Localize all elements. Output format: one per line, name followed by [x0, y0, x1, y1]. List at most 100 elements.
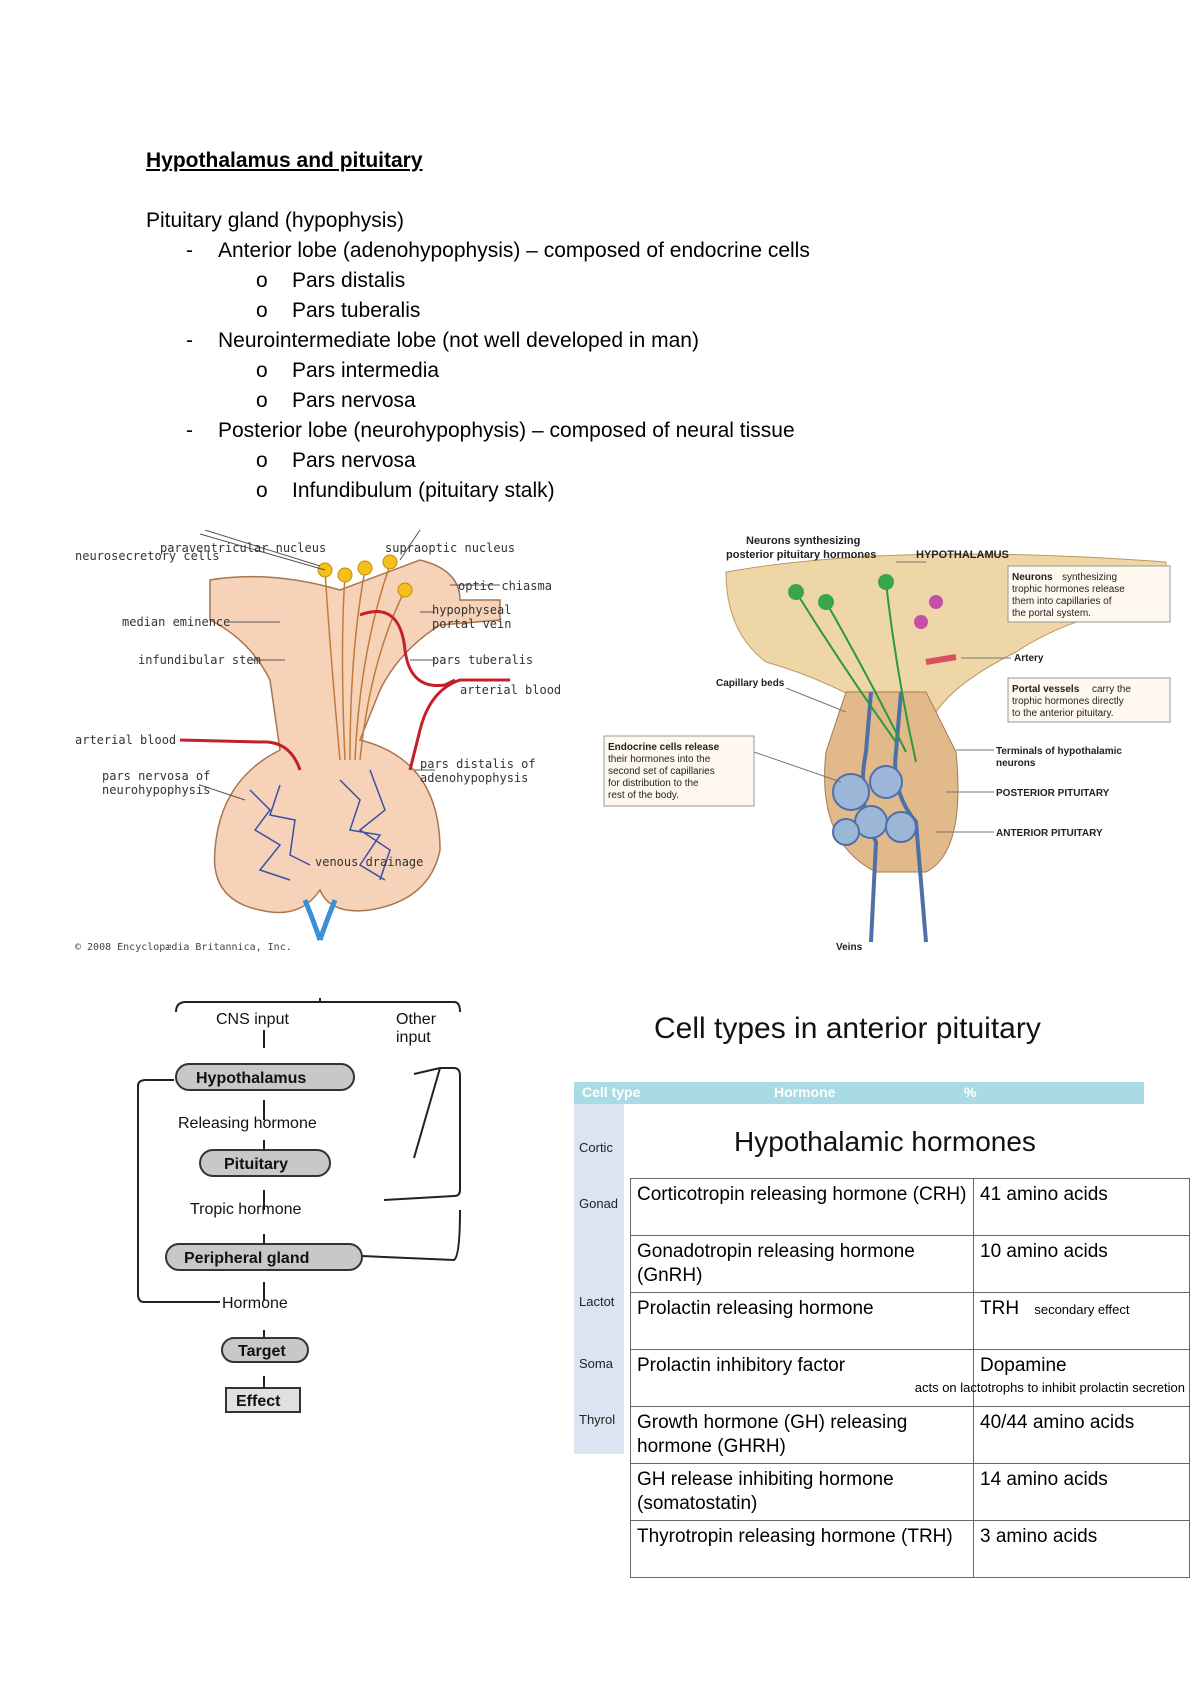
flow-pituitary: Pituitary	[224, 1156, 288, 1173]
label-neurons-right-4: the portal system.	[1012, 608, 1091, 619]
hormone-value: TRH	[980, 1298, 1020, 1319]
table-row: GH release inhibiting hormone (somatosta…	[630, 1463, 1190, 1521]
label-neurons-top-2: posterior pituitary hormones	[726, 549, 876, 561]
label-endocrine: Endocrine cells release	[608, 742, 720, 753]
label-adenohypophysis: adenohypophysis	[420, 771, 528, 785]
hormone-name: Corticotropin releasing hormone (CRH)	[630, 1178, 974, 1236]
hormone-name: GH release inhibiting hormone (somatosta…	[630, 1463, 974, 1521]
cell-types-column: Cortic Gonad Lactot Soma Thyrol	[574, 1104, 624, 1454]
hormone-note: acts on lactotrophs to inhibit prolactin…	[914, 1380, 1185, 1395]
header-cell-type: Cell type	[582, 1084, 641, 1100]
feedback-flow-diagram: CNS input Other input Hypothalamus Relea…	[104, 990, 488, 1430]
hormone-value-cell: TRH secondary effect	[973, 1292, 1190, 1350]
label-neurons-top: Neurons synthesizing	[746, 535, 860, 547]
copyright-text: © 2008 Encyclopædia Britannica, Inc.	[75, 942, 292, 953]
label-neurosecretory: neurosecretory cells	[75, 549, 220, 563]
label-paraventricular: paraventricular nucleus	[160, 541, 326, 555]
list-item: Neurointermediate lobe (not well develop…	[146, 326, 810, 356]
label-infundibular-stem: infundibular stem	[138, 653, 261, 667]
hormone-value-cell: Dopamine acts on lactotrophs to inhibit …	[915, 1349, 1190, 1407]
header-hormone: Hormone	[774, 1084, 836, 1100]
list-item: Anterior lobe (adenohypophysis) – compos…	[146, 236, 810, 266]
hormone-value: 10 amino acids	[973, 1235, 1190, 1293]
label-neurons-right: Neurons	[1012, 572, 1053, 583]
hormone-name: Prolactin releasing hormone	[630, 1292, 974, 1350]
label-pars-nervosa: pars nervosa of	[102, 769, 210, 783]
label-portal-vessels: Portal vessels	[1012, 684, 1080, 695]
table-row: Growth hormone (GH) releasing hormone (G…	[630, 1406, 1190, 1464]
label-endocrine-3: second set of capillaries	[608, 766, 715, 777]
table-row: Gonadotropin releasing hormone (GnRH) 10…	[630, 1235, 1190, 1293]
table-row: Prolactin releasing hormone TRH secondar…	[630, 1292, 1190, 1350]
flow-effect: Effect	[236, 1393, 281, 1410]
list-subitem: Pars tuberalis	[146, 296, 810, 326]
portal-system-diagram: Neurons synthesizing posterior pituitary…	[596, 522, 1176, 960]
label-neurons-right-2: trophic hormones release	[1012, 584, 1125, 595]
hormone-name: Thyrotropin releasing hormone (TRH)	[630, 1520, 974, 1578]
flow-hypothalamus: Hypothalamus	[196, 1070, 306, 1087]
hypothalamic-table: Corticotropin releasing hormone (CRH) 41…	[630, 1178, 1190, 1578]
label-posterior-pituitary: POSTERIOR PITUITARY	[996, 788, 1110, 799]
label-portal-rest: carry the	[1092, 684, 1131, 695]
list-subitem: Pars nervosa	[146, 446, 810, 476]
flow-other-input: input	[396, 1029, 431, 1046]
label-neurons-right-rest: synthesizing	[1062, 572, 1117, 583]
label-neurohypophysis: neurohypophysis	[102, 783, 210, 797]
label-arterial-blood-right: arterial blood	[460, 683, 561, 697]
label-hypophyseal: hypophyseal	[432, 603, 511, 617]
label-anterior-pituitary: ANTERIOR PITUITARY	[996, 828, 1103, 839]
flow-hormone: Hormone	[222, 1295, 288, 1312]
label-endocrine-5: rest of the body.	[608, 790, 679, 801]
label-veins: Veins	[836, 942, 863, 953]
pituitary-body-shape	[209, 559, 501, 914]
hormone-note: secondary effect	[1034, 1302, 1130, 1317]
flow-cns-input: CNS input	[216, 1011, 289, 1028]
cell-type-item: Gonad	[579, 1196, 619, 1211]
hormone-name: Gonadotropin releasing hormone (GnRH)	[630, 1235, 974, 1293]
hormone-name: Growth hormone (GH) releasing hormone (G…	[630, 1406, 974, 1464]
label-endocrine-4: for distribution to the	[608, 778, 699, 789]
hormone-name: Prolactin inhibitory factor	[630, 1349, 974, 1407]
label-pars-tuberalis: pars tuberalis	[432, 653, 533, 667]
label-median-eminence: median eminence	[122, 615, 230, 629]
hormone-value: 14 amino acids	[973, 1463, 1190, 1521]
hormone-value: 41 amino acids	[973, 1178, 1190, 1236]
label-capillary-beds: Capillary beds	[716, 678, 785, 689]
page-title: Hypothalamus and pituitary	[146, 149, 423, 172]
label-hypothalamus: HYPOTHALAMUS	[916, 549, 1009, 561]
flow-target: Target	[238, 1343, 286, 1360]
hypothalamic-hormones-panel: Hypothalamic hormones Corticotropin rele…	[624, 1112, 1196, 1578]
list-item: Posterior lobe (neurohypophysis) – compo…	[146, 416, 810, 446]
cell-type-item: Lactot	[579, 1294, 615, 1309]
list-subitem: Pars nervosa	[146, 386, 810, 416]
hormone-value: Dopamine	[980, 1355, 1067, 1376]
label-portal-vein: portal vein	[432, 617, 511, 631]
list-subitem: Pars intermedia	[146, 356, 810, 386]
cell-types-header: Cell type Hormone %	[574, 1082, 1144, 1104]
label-supraoptic: supraoptic nucleus	[385, 541, 515, 555]
cell-type-item: Thyrol	[579, 1412, 616, 1427]
label-terminals: Terminals of hypothalamic	[996, 746, 1122, 757]
cell-types-title: Cell types in anterior pituitary	[654, 1012, 1041, 1045]
pituitary-anatomy-diagram: paraventricular nucleus supraoptic nucle…	[40, 530, 596, 960]
flow-other: Other	[396, 1011, 437, 1028]
label-portal-2: trophic hormones directly	[1012, 696, 1124, 707]
cell-type-item: Soma	[579, 1356, 613, 1371]
table-row: Prolactin inhibitory factor Dopamine act…	[630, 1349, 1190, 1407]
flow-tropic-hormone: Tropic hormone	[190, 1201, 302, 1218]
label-artery: Artery	[1014, 653, 1044, 664]
hypothalamic-title: Hypothalamic hormones	[734, 1126, 1036, 1157]
hormone-value: 40/44 amino acids	[973, 1406, 1190, 1464]
label-optic-chiasma: optic chiasma	[458, 579, 552, 593]
list-subitem: Infundibulum (pituitary stalk)	[146, 476, 810, 506]
header-percent: %	[964, 1084, 977, 1100]
label-terminals-2: neurons	[996, 758, 1036, 769]
table-row: Thyrotropin releasing hormone (TRH) 3 am…	[630, 1520, 1190, 1578]
label-endocrine-2: their hormones into the	[608, 754, 711, 765]
cell-type-item: Cortic	[579, 1140, 613, 1155]
notes-heading: Pituitary gland (hypophysis)	[146, 209, 404, 232]
label-portal-3: to the anterior pituitary.	[1012, 708, 1114, 719]
flow-releasing-hormone: Releasing hormone	[178, 1115, 317, 1132]
notes-section: Hypothalamus and pituitary Pituitary gla…	[146, 146, 810, 506]
label-venous-drainage: venous drainage	[315, 855, 423, 869]
